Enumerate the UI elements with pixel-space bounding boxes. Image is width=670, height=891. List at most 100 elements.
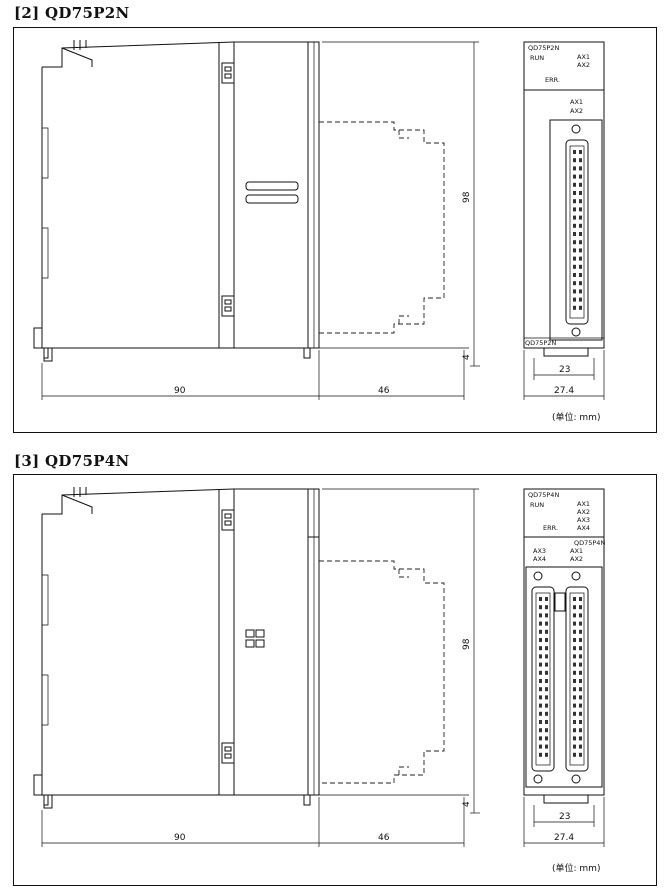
connector-pin [573,248,576,253]
connector-pin [545,670,548,675]
connector-pin [579,182,582,187]
connector-pin [539,695,542,700]
connector-pin [579,273,582,277]
dim-side-right-4n: 98 4 [322,488,480,814]
connector-pin [573,182,576,187]
dim-cable-46-4n: 46 [378,833,390,843]
connector-pin [545,695,548,700]
connector-pin [573,232,576,236]
conn-ax1-label-4n: AX1 [570,547,583,555]
dim-side-right: 98 4 [322,41,480,367]
led-ax4-label-4n: AX4 [577,524,590,532]
connector-pin [573,703,576,708]
conn-ax4-label: AX4 [533,555,546,563]
connector-pin [545,736,548,741]
dim-height-98: 98 [462,191,472,203]
drawing-frame-qd75p4n: 90 46 98 4 QD75P4N RUN AX1 AX2 AX3 AX4 E… [13,474,657,886]
section-heading-qd75p2n: [2] QD75P2N [14,4,130,22]
led-ax2-label-4n: AX2 [577,508,590,516]
connector-pin [573,728,576,733]
drawing-frame-qd75p2n: 90 46 98 4 QD75P2N RUN AX1 AX2 ERR. AX1 … [13,27,657,433]
connector-pin [539,654,542,659]
connector-pin [573,223,576,228]
connector-pin [573,736,576,741]
dim-small-4-4n: 4 [462,801,472,807]
connector-pin [579,289,582,294]
connector-pin [579,166,582,171]
connector-pin [539,687,542,692]
conn-ax1-label: AX1 [570,98,583,106]
connector-pin [539,679,542,683]
connector-pin [579,207,582,212]
connector-pin [573,695,576,700]
connector-pin [573,215,576,220]
connector-pin [579,597,582,601]
connector-pin [573,720,576,724]
side-view-slots [245,181,299,204]
connector-pins-ax1-ax2 [573,150,582,310]
connector-pin [573,597,576,601]
unit-note: (单位: mm) [552,411,600,423]
side-view-latch-top-4n [221,509,235,531]
connector-pins-ax1-ax2-4n [573,597,582,757]
cable-outline-4n [319,560,469,796]
connector-pin [573,629,576,634]
front-view-qd75p4n: QD75P4N RUN AX1 AX2 AX3 AX4 ERR. QD75P4N… [523,488,605,804]
led-ax2-label: AX2 [577,61,590,69]
dim-height-98-4n: 98 [462,638,472,650]
connector-pin [573,744,576,749]
connector-pin [573,166,576,171]
connector-pin [539,744,542,749]
connector-pin [579,670,582,675]
dim-front-23-4n: 23 [559,812,570,822]
connector-pin [579,191,582,195]
connector-pin [579,687,582,692]
connector-pin [545,613,548,618]
conn-ax3-label: AX3 [533,547,546,555]
dim-front-27-4: 27.4 [554,386,574,396]
connector-pin [573,687,576,692]
connector-pin [579,158,582,163]
front-model-label: QD75P2N [528,44,559,52]
connector-pin [539,605,542,610]
connector-pin [573,256,576,261]
connector-pin [539,613,542,618]
front-view-qd75p2n: QD75P2N RUN AX1 AX2 ERR. AX1 AX2 QD75P2N [523,41,605,357]
unit-note-4n: (单位: mm) [552,862,600,874]
connector-pin [579,215,582,220]
connector-pin [573,638,576,642]
led-run-label-4n: RUN [530,501,544,509]
side-view-drawing-4n: 90 46 98 4 QD75P4N RUN AX1 AX2 AX3 AX4 E… [33,487,605,874]
led-ax1-label-4n: AX1 [577,500,590,508]
connector-pin [579,654,582,659]
dim-side-bottom: 90 46 [41,350,465,400]
connector-pin [573,654,576,659]
connector-pin [579,711,582,716]
connector-pin [573,281,576,286]
connector-pin [545,605,548,610]
connector-pin [545,703,548,708]
connector-pin [573,158,576,163]
connector-pin [573,150,576,154]
connector-pin [579,662,582,667]
connector-pin [579,305,582,310]
connector-pin [579,256,582,261]
connector-pin [545,662,548,667]
connector-pin [573,613,576,618]
side-view-body [33,40,320,362]
connector-pin [539,662,542,667]
connector-pin [579,150,582,154]
connector-pin [573,711,576,716]
connector-pin [539,646,542,651]
connector-pin [579,199,582,204]
conn-ax2-label: AX2 [570,107,583,115]
connector-pin [573,264,576,269]
dim-front-27-4-4n: 27.4 [554,833,574,843]
dim-width-90-4n: 90 [174,833,186,843]
connector-pin [579,232,582,236]
side-view-drawing: 90 46 98 4 QD75P2N RUN AX1 AX2 ERR. AX1 … [33,40,605,423]
conn-ax2-label-4n: AX2 [570,555,583,563]
connector-pin [573,174,576,179]
connector-pin [579,638,582,642]
connector-pin [579,223,582,228]
